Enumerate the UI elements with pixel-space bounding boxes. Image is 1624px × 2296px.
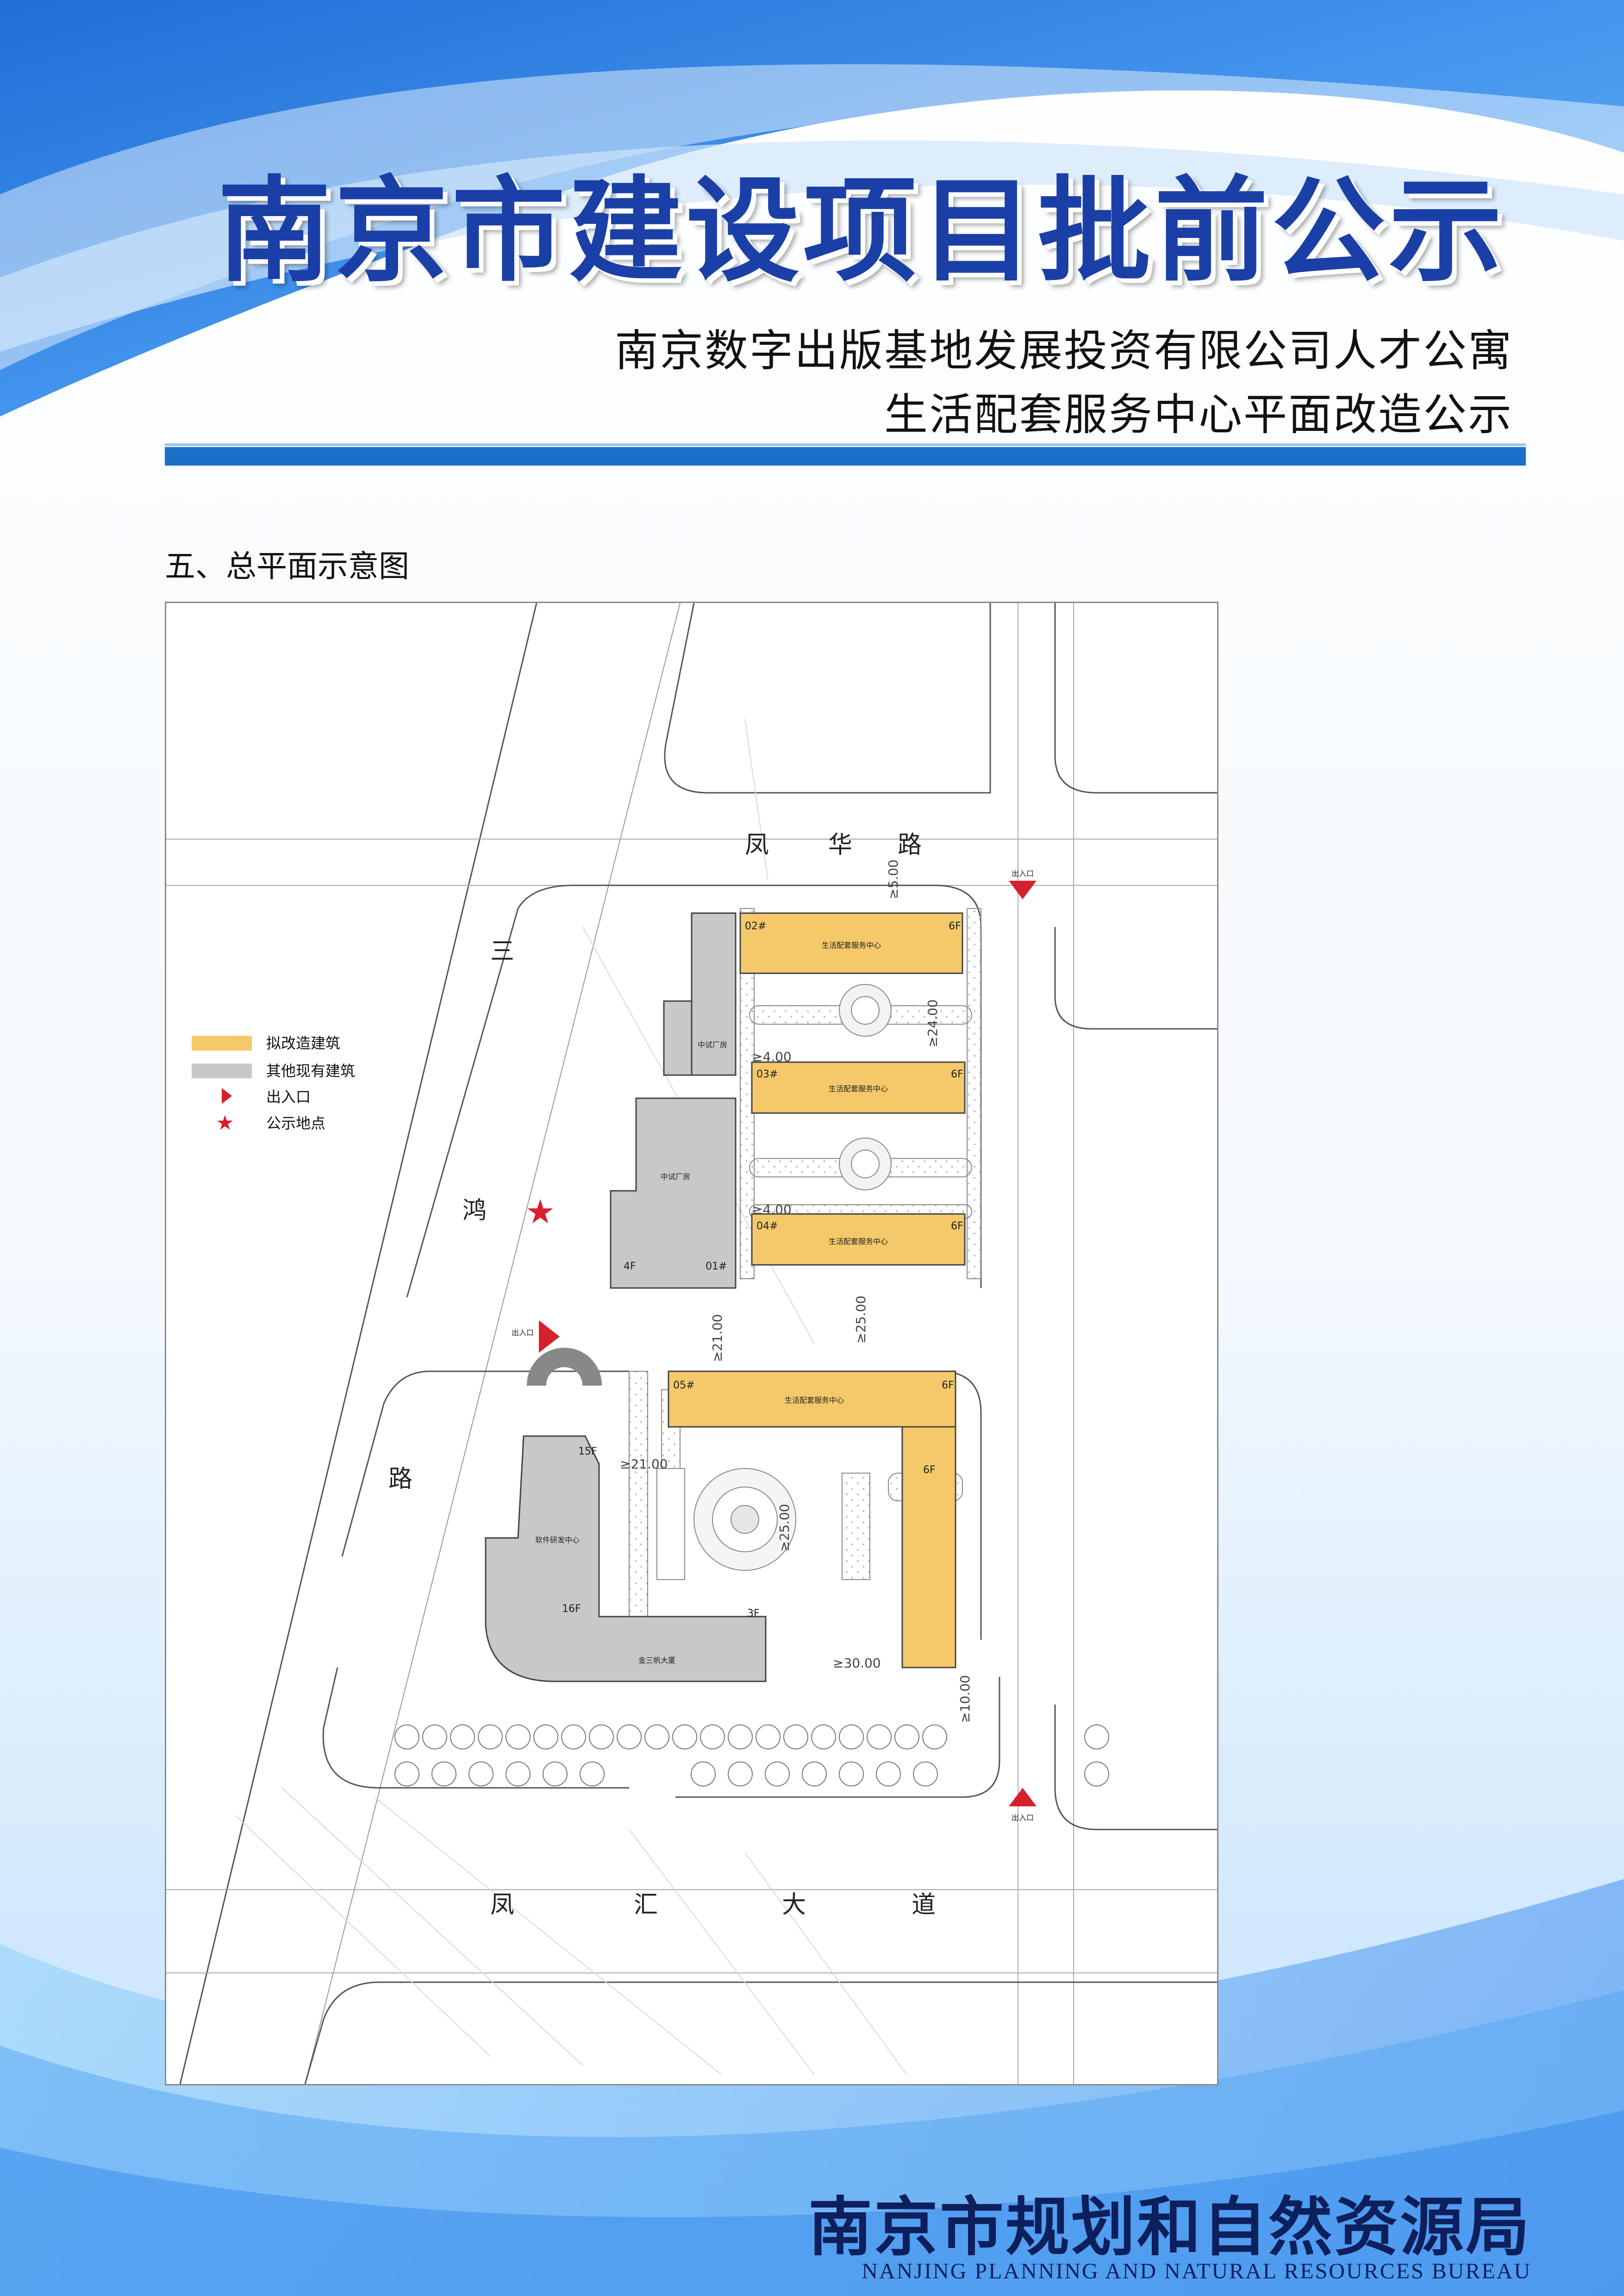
legend-swatch-existing xyxy=(192,1064,252,1078)
road-north-char-1: 凤 xyxy=(745,831,769,859)
legend-entrance-triangle-icon xyxy=(222,1088,232,1104)
label-b04-name: 生活配套服务中心 xyxy=(829,1237,888,1246)
dimension-4: ≥4.00 xyxy=(752,1202,792,1217)
label-jsj-name: 金三帆大厦 xyxy=(638,1656,675,1665)
legend-swatch-proposed xyxy=(192,1036,252,1051)
existing-buildings xyxy=(485,912,767,1682)
software-building xyxy=(485,1435,767,1682)
legend-label-notice: 公示地点 xyxy=(266,1114,325,1132)
label-factory2-name: 中试厂房 xyxy=(661,1172,690,1181)
title-divider xyxy=(165,447,1526,466)
label-b04-id: 04# xyxy=(756,1220,778,1232)
label-factory1-name: 中试厂房 xyxy=(698,1040,727,1049)
notice-location-star-icon: ★ xyxy=(525,1192,556,1231)
road-network xyxy=(166,603,1217,2084)
dimension-9: ≥30.00 xyxy=(833,1655,881,1671)
label-b03-id: 03# xyxy=(756,1069,778,1080)
label-factory2-floors: 4F xyxy=(624,1261,636,1272)
entrance-west-label: 出入口 xyxy=(512,1328,534,1337)
label-b02-floors: 6F xyxy=(949,921,961,932)
dimension-3: ≥4.00 xyxy=(752,1049,792,1064)
building-02 xyxy=(739,912,963,974)
legend-label-existing: 其他现有建筑 xyxy=(266,1062,355,1080)
site-plan-map: 02# 生活配套服务中心 6F 03# 生活配套服务中心 6F 04# 生活配套… xyxy=(165,602,1218,2085)
legend-label-entrance: 出入口 xyxy=(266,1088,311,1106)
section-heading: 五、总平面示意图 xyxy=(165,548,409,584)
building-05-wing xyxy=(901,1426,956,1668)
entrance-west-triangle xyxy=(539,1320,560,1353)
label-b05-floors: 6F xyxy=(942,1380,954,1391)
road-west-char-3: 路 xyxy=(388,1465,412,1493)
road-north-char-3: 路 xyxy=(898,831,922,859)
label-b03-floors: 6F xyxy=(951,1069,963,1080)
label-b05-id: 05# xyxy=(673,1380,694,1391)
subtitle-line-1: 南京数字出版基地发展投资有限公司人才公寓 xyxy=(614,326,1513,376)
road-south-char-1: 凤 xyxy=(490,1891,514,1919)
label-software-floors: 15F xyxy=(578,1446,597,1457)
label-factory2-id: 01# xyxy=(706,1261,727,1272)
page-title: 南京市建设项目批前公示 xyxy=(218,164,1506,297)
dimension-5: ≥21.00 xyxy=(710,1314,725,1362)
project-subtitle: 南京数字出版基地发展投资有限公司人才公寓 生活配套服务中心平面改造公示 xyxy=(615,319,1513,447)
road-west-char-1: 三 xyxy=(490,938,514,965)
dimension-8: ≥25.00 xyxy=(777,1504,792,1552)
entrance-north-triangle xyxy=(1009,881,1037,899)
entrance-south-label: 出入口 xyxy=(1012,1813,1034,1822)
label-b02-id: 02# xyxy=(745,921,766,932)
road-south-char-4: 道 xyxy=(912,1891,936,1919)
dimension-1: ≥5.00 xyxy=(886,859,901,899)
title-divider-highlight xyxy=(165,443,1526,446)
label-software-floors-low: 16F xyxy=(562,1603,581,1615)
dimension-10: ≥10.00 xyxy=(957,1675,973,1723)
label-b05-wing-floors: 6F xyxy=(923,1464,936,1476)
entrance-markers xyxy=(539,881,1037,1806)
road-south-char-2: 汇 xyxy=(634,1891,658,1919)
road-west-char-2: 鸿 xyxy=(462,1197,487,1225)
map-legend: ★ 拟改造建筑 其他现有建筑 出入口 公示地点 xyxy=(192,1034,355,1135)
terrain-hatching xyxy=(235,718,907,2075)
building-05 xyxy=(668,1370,956,1428)
dimension-7: ≥21.00 xyxy=(620,1456,668,1472)
road-north-char-2: 华 xyxy=(828,831,852,859)
proposed-buildings xyxy=(668,912,966,1668)
factory-building-north-block xyxy=(663,1000,693,1076)
dimension-2: ≥24.00 xyxy=(925,999,940,1047)
dimension-6: ≥25.00 xyxy=(853,1295,868,1344)
label-b05-name: 生活配套服务中心 xyxy=(785,1396,844,1405)
building-04 xyxy=(751,1213,966,1266)
label-jsj-floors: 3F xyxy=(747,1608,760,1619)
entrance-south-triangle xyxy=(1009,1788,1037,1806)
legend-star-icon: ★ xyxy=(216,1111,234,1135)
bureau-name-english: NANJING PLANNING AND NATURAL RESOURCES B… xyxy=(862,2259,1531,2284)
tree-row xyxy=(394,1724,1109,1786)
factory-building-1 xyxy=(691,912,737,1076)
factory-building-2 xyxy=(610,1097,737,1289)
road-south-char-3: 大 xyxy=(782,1891,806,1919)
entrance-north-label: 出入口 xyxy=(1012,869,1034,878)
subtitle-line-2: 生活配套服务中心平面改造公示 xyxy=(884,390,1513,440)
label-software-name: 软件研发中心 xyxy=(535,1536,580,1544)
label-b03-name: 生活配套服务中心 xyxy=(829,1084,888,1093)
label-b04-floors: 6F xyxy=(951,1220,963,1232)
legend-label-proposed: 拟改造建筑 xyxy=(266,1034,340,1052)
label-b02-name: 生活配套服务中心 xyxy=(822,941,881,950)
bureau-name: 南京市规划和自然资源局 xyxy=(808,2189,1531,2265)
building-03 xyxy=(751,1061,966,1114)
